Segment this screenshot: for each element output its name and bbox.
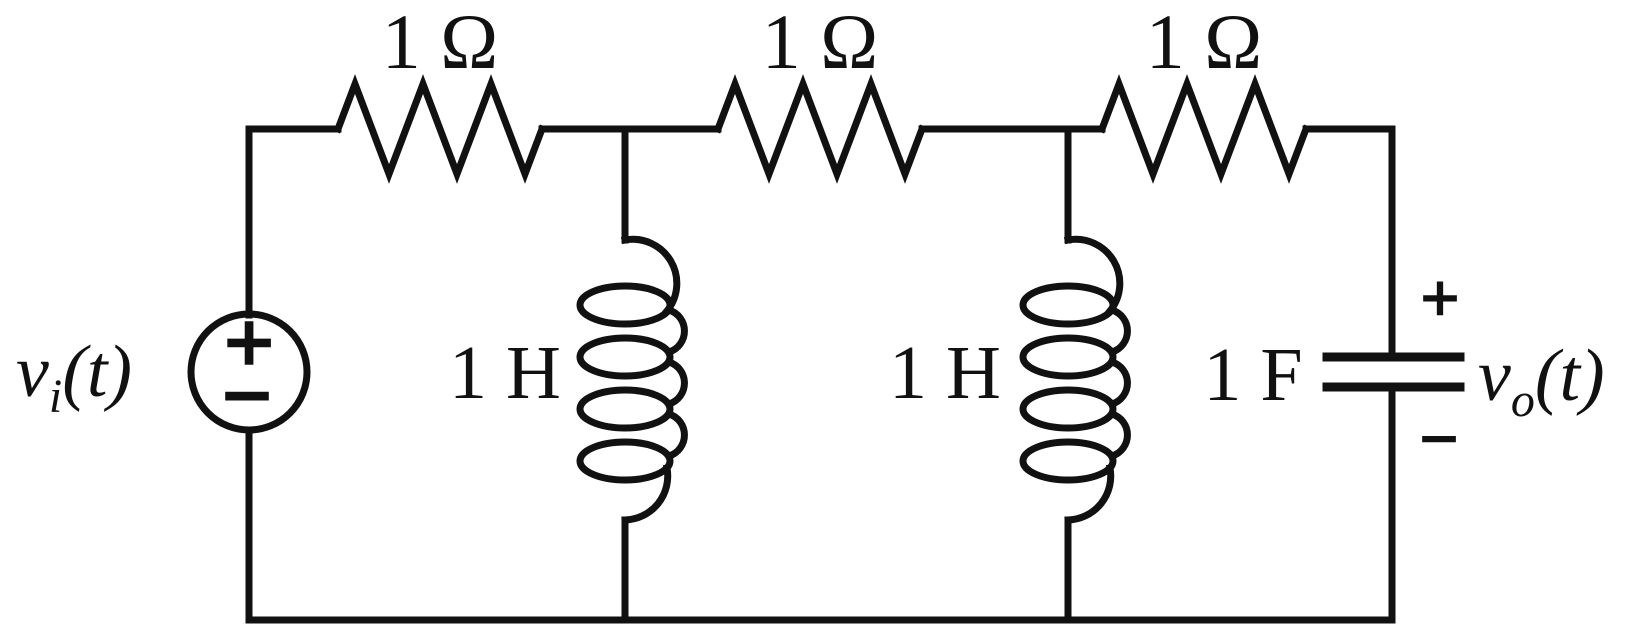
inductor-1-turn	[664, 357, 688, 409]
resistor-2-symbol	[713, 74, 927, 184]
input-voltage-subscript: i	[49, 370, 62, 423]
inductor-1-symbol	[576, 125, 688, 624]
source-minus-sign: −	[223, 350, 270, 443]
resistor-2-label: 1 Ω	[762, 0, 878, 85]
inductor-2-hook-bottom	[1064, 463, 1115, 524]
inductor-2-label: 1 H	[889, 331, 1001, 415]
inductor-1-label: 1 H	[449, 331, 561, 415]
circuit-strokes	[187, 74, 1465, 624]
output-voltage-label: vo(t)	[1478, 335, 1605, 427]
inductor-1-loop	[576, 438, 674, 484]
resistor-3-symbol	[1097, 74, 1311, 184]
inductor-1-loop	[576, 334, 674, 380]
capacitor-label: 1 F	[1203, 333, 1302, 417]
inductor-2-hook-top	[1063, 235, 1124, 316]
capacitor-symbol	[1322, 125, 1465, 624]
circuit-labels: 1 Ω 1 Ω 1 Ω 1 H 1 H 1 F vi(t) vo(t) + − …	[16, 0, 1605, 478]
inductor-2-loop	[1019, 386, 1117, 432]
inductor-2-turn	[1107, 305, 1131, 357]
output-minus-sign: −	[1420, 403, 1457, 476]
inductor-1-hook-top	[620, 235, 681, 316]
inductor-1-loop	[576, 386, 674, 432]
input-voltage-suffix: (t)	[62, 331, 132, 413]
resistor-3-label: 1 Ω	[1146, 0, 1262, 85]
inductor-2-loop	[1019, 334, 1117, 380]
inductor-1-turn	[664, 305, 688, 357]
inductor-1-hook-bottom	[621, 463, 672, 524]
inductor-1-loop	[576, 282, 674, 328]
inductor-2-symbol	[1019, 125, 1131, 624]
inductor-2-turn	[1107, 357, 1131, 409]
input-voltage-label: vi(t)	[16, 331, 132, 423]
input-voltage-base: v	[16, 331, 49, 413]
output-voltage-subscript: o	[1511, 374, 1535, 427]
inductor-2-loop	[1019, 282, 1117, 328]
inductor-2-loop	[1019, 438, 1117, 484]
source-plus-sign: +	[225, 297, 272, 390]
inductor-2-turn	[1107, 409, 1131, 461]
resistor-1-symbol	[333, 74, 547, 184]
output-voltage-suffix: (t)	[1535, 335, 1605, 417]
output-plus-sign: +	[1421, 262, 1458, 335]
output-voltage-base: v	[1478, 335, 1511, 417]
inductor-1-turn	[664, 409, 688, 461]
resistor-1-label: 1 Ω	[382, 0, 498, 85]
